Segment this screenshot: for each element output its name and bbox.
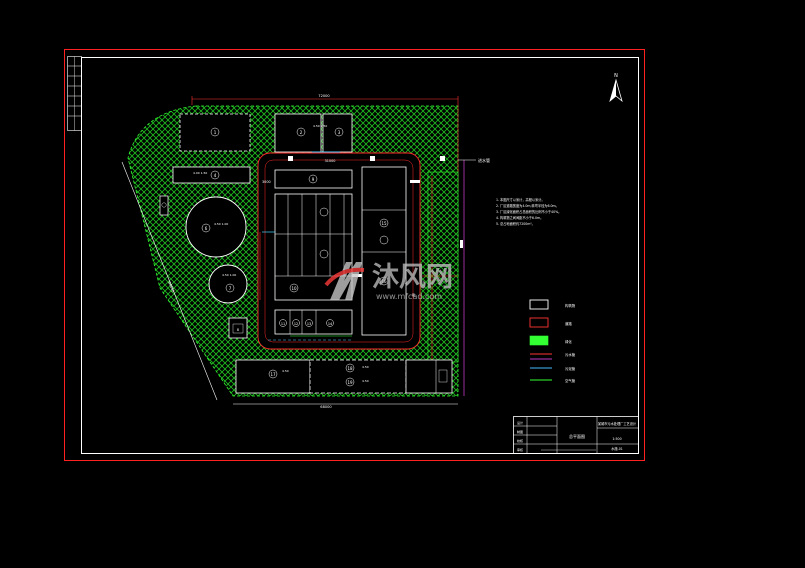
structure-s16-num: 16 <box>381 279 387 284</box>
structure-s4-num: 4 <box>214 173 217 178</box>
structure-s12-num: 12 <box>294 322 298 326</box>
dim-top-label: 72000 <box>318 94 330 98</box>
note-5: 5. 总占地面积约7200m²。 <box>496 221 535 226</box>
inner-drawing-frame <box>81 57 639 454</box>
structure-s8-num: 8 <box>237 328 239 332</box>
legend-label-sewage: 污水管 <box>565 352 576 357</box>
watermark-brand: 沐风网 <box>372 262 453 293</box>
structure-s14-num: 14 <box>328 322 332 326</box>
structure-s2 <box>274 113 322 153</box>
legend-swatch-green <box>529 335 549 346</box>
structure-s2-num: 2 <box>300 130 303 135</box>
structure-s7-num: 7 <box>229 286 232 291</box>
structure-s15 <box>361 166 407 336</box>
legend-swatch-road <box>529 317 549 328</box>
structure-s5 <box>159 195 169 216</box>
drawing-scale: 1:500 <box>612 437 621 441</box>
structure-s19-elev: 4.50 <box>362 379 369 383</box>
road-marker-label: 路 <box>412 292 415 297</box>
revision-column <box>67 56 82 131</box>
legend: 构筑物 道路 绿化 污水管 污泥管 空气管 <box>529 299 576 383</box>
structure-s4 <box>172 166 251 184</box>
drawing-name: 总平面图 <box>569 433 585 439</box>
structure-s7 <box>208 264 248 304</box>
note-1: 1. 本图尺寸以米计，高程以米计。 <box>496 197 545 202</box>
road-dim-label: 31000 <box>325 159 336 163</box>
structure-s10-num: 10 <box>291 286 297 291</box>
watermark-logo: 沐风网 www.mfcad.com <box>324 262 453 301</box>
project-name: 某城市污水处理厂工艺设计 <box>598 421 637 426</box>
structure-s18 <box>309 359 407 394</box>
drawing-number: 水施-01 <box>611 446 623 451</box>
legend-label-green: 绿化 <box>565 339 572 344</box>
title-row-draw: 制图 <box>517 429 523 434</box>
structure-s17-num: 17 <box>270 372 276 377</box>
title-block: 设计 制图 校核 审核 总平面图 某城市污水处理厂工艺设计 1:500 水施-0… <box>513 416 639 454</box>
legend-swatch-structure <box>529 299 549 310</box>
structure-s7-elev: 4.50 1.00 <box>222 273 236 277</box>
structure-s6 <box>185 196 247 258</box>
note-2: 2. 厂区道路宽度为4.0m,转弯半径为6.0m。 <box>496 203 559 208</box>
structure-s1 <box>179 113 251 152</box>
structure-s9 <box>274 169 353 189</box>
structure-s13-num: 13 <box>307 322 311 326</box>
outer-sheet-frame <box>64 49 645 461</box>
structure-s18-elev: 4.50 <box>362 365 369 369</box>
legend-label-road: 道路 <box>565 321 572 326</box>
structure-s6-num: 6 <box>205 226 208 231</box>
legend-label-sludge: 污泥管 <box>565 366 576 371</box>
structure-s9-num: 9 <box>312 177 315 182</box>
north-arrow-icon: N <box>609 73 623 103</box>
structure-s2-elev: 4.50 2.50 <box>313 124 327 128</box>
dim-left-label: 64000 <box>167 281 175 294</box>
structure-s18-num: 18 <box>347 366 353 371</box>
structure-s15-num: 15 <box>381 221 387 226</box>
structure-s19-num: 19 <box>347 380 353 385</box>
structure-s17-elev: 4.50 <box>282 369 289 373</box>
legend-label-structure: 构筑物 <box>565 303 576 308</box>
structure-s6-elev: 4.50 1.00 <box>214 222 228 226</box>
inlet-pipe-label: 进水管 <box>478 157 490 163</box>
structure-s1-num: 1 <box>214 130 217 135</box>
structure-s17 <box>235 359 311 394</box>
design-notes: 1. 本图尺寸以米计，高程以米计。 2. 厂区道路宽度为4.0m,转弯半径为6.… <box>496 197 561 226</box>
structure-s11 <box>274 309 353 335</box>
dim-bottom-label: 68000 <box>320 405 332 409</box>
structure-s3-num: 3 <box>338 130 341 135</box>
legend-label-air: 空气管 <box>565 378 576 383</box>
title-row-check: 校核 <box>517 438 523 443</box>
road-dim-right: 3000 <box>262 180 271 184</box>
left-dimension-line <box>121 161 218 401</box>
note-4: 4. 构筑物之间间距不小于6.0m。 <box>496 215 543 220</box>
watermark-url: www.mfcad.com <box>376 292 442 301</box>
structure-s11-num: 11 <box>281 322 285 326</box>
north-label: N <box>614 73 618 79</box>
note-3: 3. 厂区绿化面积占总面积的比例不小于40%。 <box>496 209 561 214</box>
structure-s20 <box>405 359 453 394</box>
watermark-mark-icon <box>324 262 365 300</box>
structure-s4-elev: 4.00 1.50 <box>193 171 207 175</box>
title-row-approve: 审核 <box>517 447 523 452</box>
title-row-design: 设计 <box>517 420 523 425</box>
